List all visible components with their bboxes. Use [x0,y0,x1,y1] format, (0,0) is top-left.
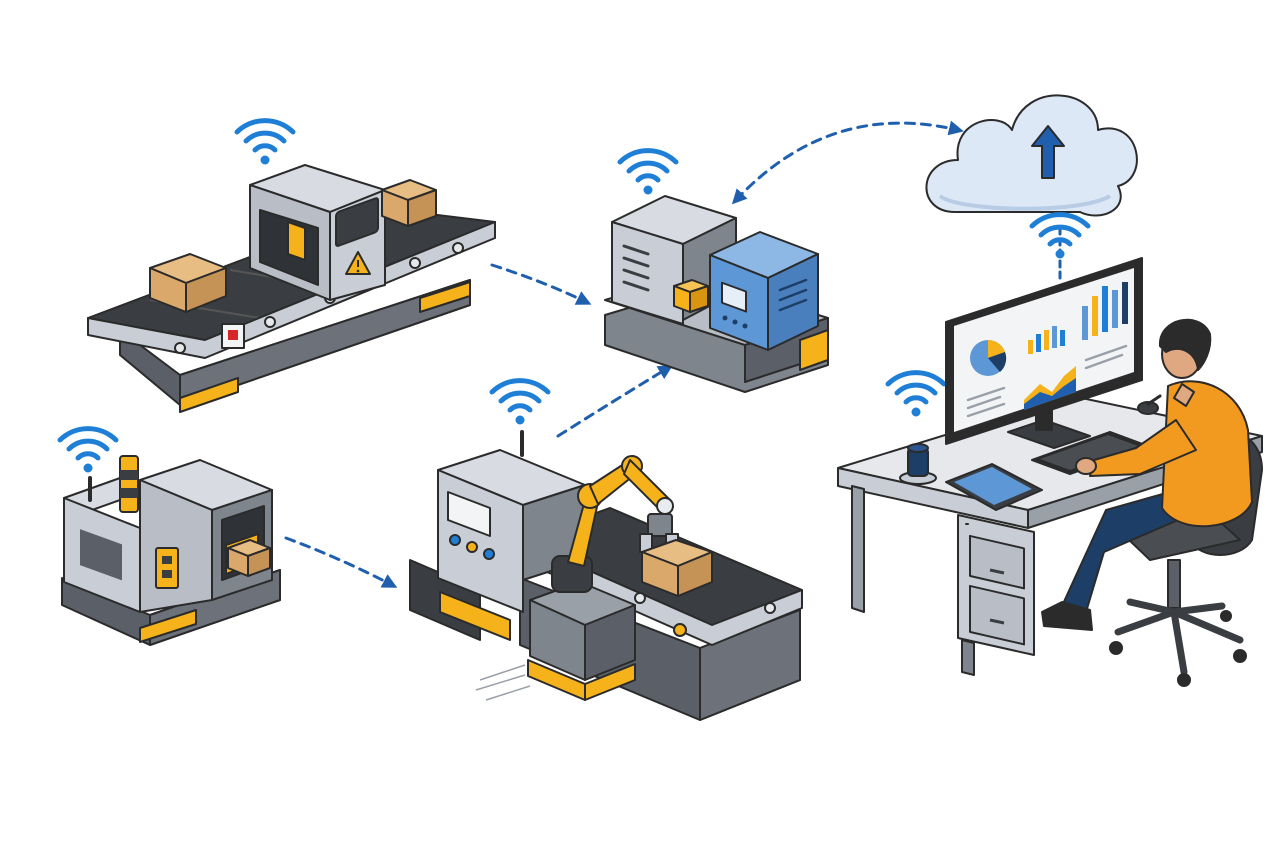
cloud [925,94,1138,259]
robot-cell [409,381,803,721]
robot-arm [551,455,679,593]
wifi-signal-icon [888,373,944,417]
mouse [1137,401,1159,415]
tablet [945,463,1043,511]
flow-arrow-robot-to-server [556,364,674,438]
scanner-light [287,221,306,261]
warning-triangle-icon [345,251,371,275]
flow-arrow-scanner-to-server [490,263,592,305]
scanner-control-panel [335,197,379,247]
package-box-1 [149,253,227,313]
upload-arrow-icon [1031,125,1065,179]
wifi-signal-icon [237,121,293,165]
server-vents [622,244,650,292]
hazard-stripe [179,377,239,413]
status-panel [155,547,179,589]
coffee-mug [899,443,937,485]
signal-tower [119,455,139,513]
desk-leg-right [961,639,975,676]
cabinet-display [447,491,491,537]
conveyor-rail [87,221,496,359]
conveyor-base-front [179,279,471,406]
conveyor-scanner [87,121,496,413]
hazard-stripe-6 [799,329,829,371]
monitor-stand [1007,419,1091,449]
package-box-4 [641,539,713,597]
cloud-shape [925,94,1138,217]
dashboard-area-chart [1024,366,1076,410]
desk-leg-left [851,485,865,613]
wifi-signal-icon [60,429,116,473]
dashboard-small-bars [1028,326,1065,354]
hazard-stripe-4 [439,591,511,641]
packing-machine [60,429,281,646]
hazard-stripe-2 [419,281,471,313]
flow-arrow-server-cloud [731,120,964,205]
monitor [945,257,1143,449]
workstation [837,257,1263,687]
dashboard-text-lines [966,344,1128,418]
edge-server [604,151,829,393]
wifi-signal-icon [620,151,676,195]
wifi-signal-icon [1032,215,1088,259]
operator-person [1041,318,1253,631]
package-box-3 [227,539,271,577]
flow-arrow-packer-to-robot [284,536,398,588]
package-box-2 [381,179,437,227]
hazard-stripe-3 [139,609,197,643]
dashboard-bar-chart [1082,282,1128,340]
wifi-signal-icon [492,381,548,425]
dashboard-pie-chart [970,339,1007,376]
